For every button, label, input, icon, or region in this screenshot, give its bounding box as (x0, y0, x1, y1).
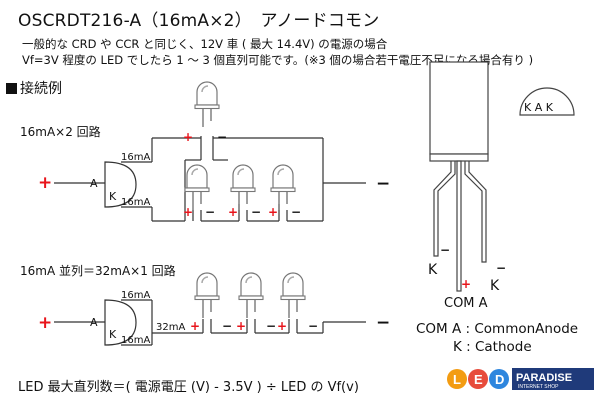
circuit1-led-4-plus: + (268, 205, 278, 219)
circuit2-crd-symbol (104, 299, 137, 346)
logo-letter-d: D (495, 372, 504, 387)
description-line-1: 一般的な CRD や CCR と同じく、12V 車 ( 最大 14.4V) の電… (22, 37, 388, 51)
circuit2-cathode-pin: K (109, 328, 117, 341)
circuit2-led-1-plus: + (190, 319, 200, 333)
square-bullet-icon (6, 83, 17, 94)
circuit1-led-2-plus: + (183, 205, 193, 219)
circuit2-label: 16mA 並列＝32mA×1 回路 (20, 264, 176, 278)
formula-text: LED 最大直列数＝( 電源電圧 (V) - 3.5V ) ÷ LED の Vf… (18, 380, 359, 395)
circuit2-led-2-minus: − (266, 319, 276, 333)
package-bottom-view-pins: K A K (524, 101, 554, 114)
circuit2-current-bottom: 16mA (121, 335, 150, 346)
circuit2-anode-pin: A (90, 316, 98, 329)
circuit1-minus-terminal: − (376, 174, 390, 194)
logo-letter-l: L (453, 372, 461, 387)
package-minus-right: − (496, 261, 506, 275)
circuit2 (54, 299, 366, 346)
page-title: OSCRDT216-A（16mA×2） アノードコモン (18, 11, 380, 31)
circuit1-led-4 (270, 164, 296, 211)
circuit1-current-top: 16mA (121, 152, 150, 163)
circuit2-led-2-plus: + (236, 319, 246, 333)
circuit2-led-3-minus: − (308, 319, 318, 333)
circuit1-cathode-pin: K (109, 190, 117, 203)
circuit2-led-1 (194, 272, 220, 319)
description-line-2: Vf=3V 程度の LED でしたら 1 〜 3 個直列可能です。(※3 個の場… (22, 53, 534, 67)
package-pin-com-a: COM A (444, 296, 488, 311)
circuit1 (54, 136, 366, 222)
circuit2-led-1-minus: − (222, 319, 232, 333)
circuit1-led-3 (230, 164, 256, 211)
legend-common-anode: COM A : CommonAnode (416, 321, 579, 337)
circuit1-anode-pin: A (90, 177, 98, 190)
circuit2-minus-terminal: − (376, 313, 390, 333)
logo-circle-l (447, 369, 467, 389)
circuit2-led-3 (280, 272, 306, 319)
package-bottom-view (519, 87, 575, 116)
circuit2-current-combined: 32mA (156, 322, 185, 333)
led-paradise-logo: L E D PARADISE INTERNET SHOP (447, 368, 594, 390)
circuit1-led-4-minus: − (291, 205, 301, 219)
logo-circle-e (468, 369, 488, 389)
circuit1-led-1-plus: + (183, 130, 193, 144)
legend-cathode: K : Cathode (453, 339, 532, 355)
circuit1-led-2-minus: − (205, 205, 215, 219)
logo-brand-box (512, 368, 594, 390)
circuit1-led-3-minus: − (251, 205, 261, 219)
circuit1-current-bottom: 16mA (121, 197, 150, 208)
circuit2-led-2 (238, 272, 264, 319)
logo-sub: INTERNET SHOP (518, 384, 559, 390)
circuit2-current-top: 16mA (121, 290, 150, 301)
package-pin-k-left: K (428, 262, 438, 278)
circuit2-led-3-plus: + (277, 319, 287, 333)
package-drawing (429, 61, 575, 292)
package-plus-center: + (461, 277, 471, 291)
logo-brand: PARADISE (516, 372, 572, 384)
package-minus-left: − (440, 243, 450, 257)
section-heading: 接続例 (6, 78, 62, 98)
section-heading-text: 接続例 (20, 81, 62, 97)
circuit2-plus-terminal: + (38, 313, 52, 333)
circuit1-led-1-minus: − (217, 130, 227, 144)
circuit1-label: 16mA×2 回路 (20, 125, 101, 139)
logo-letter-e: E (474, 372, 483, 387)
circuit1-plus-terminal: + (38, 173, 52, 193)
circuit1-led-3-plus: + (228, 205, 238, 219)
circuit1-led-1 (194, 81, 220, 128)
logo-circle-d (489, 369, 509, 389)
package-pin-k-right: K (490, 278, 500, 294)
circuit1-led-2 (184, 164, 210, 211)
circuit1-crd-symbol (104, 161, 137, 208)
